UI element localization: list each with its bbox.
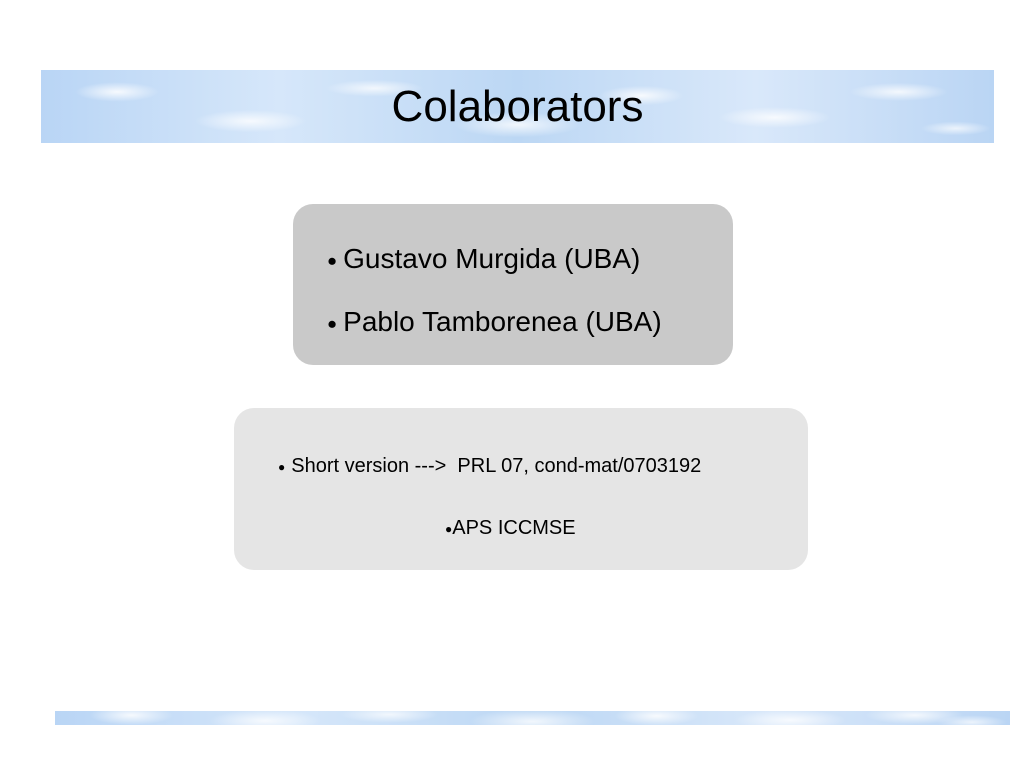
reference-text: APS ICCMSE <box>452 517 576 539</box>
collaborator-name: Gustavo Murgida (UBA) <box>343 243 641 274</box>
reference-item: ● Short version ---> PRL 07, cond-mat/070… <box>278 455 701 478</box>
collaborator-item: ●Gustavo Murgida (UBA) <box>327 243 640 275</box>
bullet-icon: ● <box>278 459 286 474</box>
reference-text: Short version ---> PRL 07, cond-mat/0703… <box>291 455 702 477</box>
references-box <box>234 408 808 570</box>
collaborator-item: ●Pablo Tamborenea (UBA) <box>327 306 662 338</box>
bullet-icon: ● <box>327 313 338 333</box>
footer-banner <box>55 711 1010 725</box>
title-banner: Colaborators <box>41 70 994 143</box>
collaborators-box <box>293 204 733 365</box>
slide-title: Colaborators <box>391 82 644 131</box>
collaborator-name: Pablo Tamborenea (UBA) <box>343 306 662 337</box>
reference-item: ●APS ICCMSE <box>445 517 576 540</box>
bullet-icon: ● <box>445 521 453 536</box>
bullet-icon: ● <box>327 250 338 270</box>
